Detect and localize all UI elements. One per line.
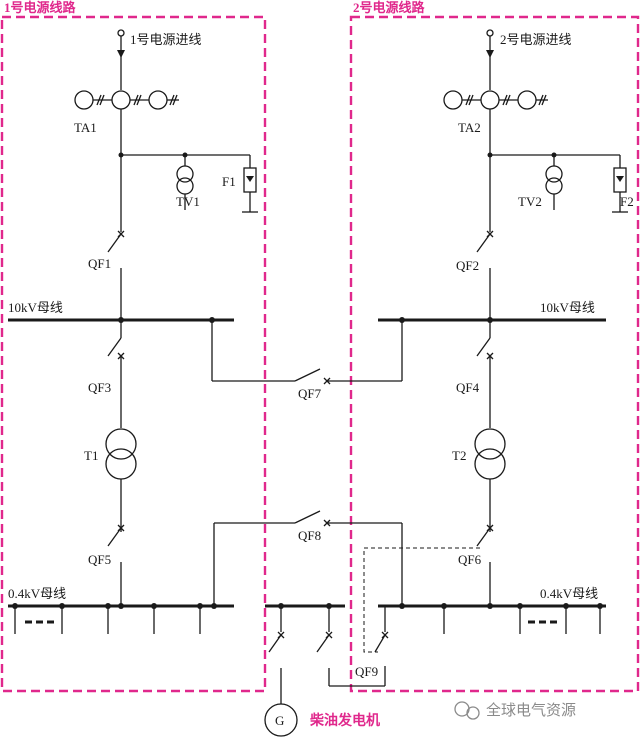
generator-symbol: G — [275, 713, 284, 728]
ta2-label: TA2 — [458, 120, 481, 135]
qf4-breaker: QF4 — [456, 320, 494, 428]
qf7-tie-breaker: QF7 — [211, 320, 403, 401]
qf8-tie-breaker: QF8 — [213, 510, 403, 606]
generator-bus — [265, 603, 352, 687]
t2-label: T2 — [452, 448, 466, 463]
ta1-label: TA1 — [74, 120, 97, 135]
qf7-label: QF7 — [298, 386, 322, 401]
qf3-breaker: QF3 — [88, 320, 125, 428]
qf2-label: QF2 — [456, 258, 479, 273]
region-right-label: 2号电源线路 — [353, 0, 426, 15]
f1-arrester: F1 — [222, 155, 258, 213]
qf2-breaker: QF2 — [456, 230, 494, 320]
left-incoming-feeder: 1号电源进线 — [117, 29, 202, 90]
right-04kv-bus-label: 0.4kV母线 — [540, 586, 598, 601]
f1-label: F1 — [222, 174, 236, 189]
qf8-label: QF8 — [298, 528, 321, 543]
t1-transformer: T1 — [84, 428, 137, 532]
f2-arrester: F2 — [612, 155, 634, 213]
generator-label: 柴油发电机 — [309, 712, 380, 729]
qf5-breaker: QF5 — [88, 524, 125, 606]
watermark-text: 全球电气资源 — [486, 701, 576, 719]
region-left-label: 1号电源线路 — [4, 0, 77, 15]
generator-breaker — [268, 606, 285, 704]
watermark: 全球电气资源 — [454, 701, 576, 720]
tv2-voltage-transformer: TV2 — [487, 152, 620, 210]
qf1-breaker: QF1 — [88, 230, 125, 320]
right-incoming-label: 2号电源进线 — [500, 32, 572, 47]
right-10kv-bus-label: 10kV母线 — [540, 300, 595, 315]
left-incoming-label: 1号电源进线 — [130, 32, 202, 47]
qf5-label: QF5 — [88, 552, 111, 567]
tv2-label: TV2 — [518, 194, 542, 209]
region-left-box — [0, 15, 267, 693]
ta1-current-transformer: TA1 — [74, 90, 179, 232]
qf1-label: QF1 — [88, 256, 111, 271]
qf4-label: QF4 — [456, 380, 480, 395]
left-04kv-bus: 0.4kV母线 — [8, 586, 234, 634]
left-10kv-bus-label: 10kV母线 — [8, 300, 63, 315]
qf9-breaker: QF9 — [352, 547, 480, 687]
qf9-label: QF9 — [355, 664, 378, 679]
right-04kv-bus: 0.4kV母线 — [378, 586, 606, 634]
right-incoming-feeder: 2号电源进线 — [486, 29, 572, 90]
qf6-label: QF6 — [458, 552, 482, 567]
diesel-generator: G 柴油发电机 — [264, 703, 380, 737]
f2-label: F2 — [620, 194, 634, 209]
qf6-breaker: QF6 — [458, 524, 494, 606]
ta2-current-transformer: TA2 — [443, 90, 548, 232]
tv1-voltage-transformer: TV1 — [118, 152, 250, 210]
tv1-label: TV1 — [176, 194, 200, 209]
region-right-box — [349, 15, 640, 693]
left-04kv-bus-label: 0.4kV母线 — [8, 586, 66, 601]
qf3-label: QF3 — [88, 380, 111, 395]
right-10kv-bus: 10kV母线 — [378, 300, 606, 323]
t2-transformer: T2 — [452, 428, 506, 532]
t1-label: T1 — [84, 448, 98, 463]
